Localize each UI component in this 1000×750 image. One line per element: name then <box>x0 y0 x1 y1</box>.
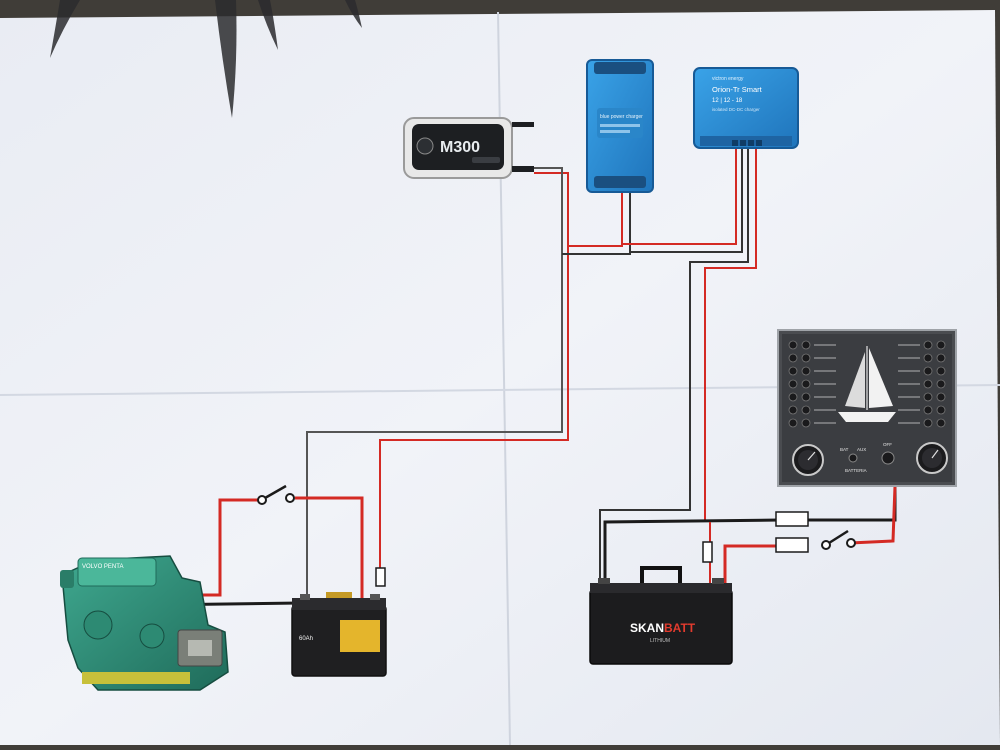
sailboat-icon <box>838 346 896 422</box>
fuses <box>375 511 809 587</box>
orion-input-negative <box>630 148 743 253</box>
m300-charger: M300 <box>403 117 534 179</box>
panel-batteria-label: BATTERIA <box>845 468 867 473</box>
panel-negative-fuse <box>775 511 809 527</box>
switch-panel: BAT AUX OFF BATTERIA <box>777 329 957 487</box>
power-button-icon <box>416 137 434 155</box>
m300-model-label: M300 <box>440 139 480 156</box>
panel-switches-right <box>923 340 946 428</box>
blue-charger-negative-wire <box>562 190 631 255</box>
m300-positive-wire <box>379 172 569 570</box>
orion-input-positive <box>622 148 737 245</box>
marine-engine: VOLVO PENTA <box>60 555 229 691</box>
voltmeter-left-icon <box>792 444 824 476</box>
blue-charger-positive-wire <box>568 190 623 247</box>
blue-power-charger: blue power charger <box>586 59 654 193</box>
start-battery-fuse <box>375 567 386 587</box>
service-positive-wire <box>723 544 780 590</box>
service-battery: SKAN BATT LITHIUM <box>589 566 733 665</box>
voltmeter-right-icon <box>916 442 948 474</box>
orion-output-negative <box>599 148 749 590</box>
switch-to-battery-wire <box>295 496 364 600</box>
service-battery-switch <box>821 529 856 550</box>
service-battery-fuse <box>702 541 713 563</box>
orion-tr-smart-converter: victron energy Orion-Tr Smart 12 | 12 - … <box>693 67 799 149</box>
m300-negative-wire <box>306 167 563 605</box>
blue-charger-label: blue power charger <box>600 114 643 120</box>
orion-brand-label: victron energy <box>712 76 744 82</box>
start-battery-switch <box>257 484 295 505</box>
orion-output-positive <box>704 148 757 520</box>
orion-rating-label: 12 | 12 - 18 <box>712 98 743 104</box>
start-battery-capacity: 60Ah <box>299 636 313 642</box>
orion-subtitle-label: isolated DC-DC charger <box>712 107 760 112</box>
plant-shadow <box>50 0 362 118</box>
panel-positive-fuse <box>775 537 809 553</box>
panel-off-label: OFF <box>883 442 892 447</box>
start-battery: 60Ah <box>291 592 387 677</box>
battery-selector-knobs <box>848 451 895 465</box>
engine-brand-label: VOLVO PENTA <box>82 564 123 570</box>
panel-bat-label: BAT <box>840 447 849 452</box>
panel-positive-wire <box>849 485 897 545</box>
panel-switches-left <box>788 340 811 428</box>
paper-sheet <box>0 10 1000 745</box>
skanbatt-brand-part2: BATT <box>664 621 696 635</box>
panel-label-lines <box>814 344 920 424</box>
orion-title-label: Orion-Tr Smart <box>712 85 763 94</box>
skanbatt-type-label: LITHIUM <box>650 638 670 644</box>
skanbatt-brand-part1: SKAN <box>630 621 664 635</box>
panel-aux-label: AUX <box>857 447 866 452</box>
